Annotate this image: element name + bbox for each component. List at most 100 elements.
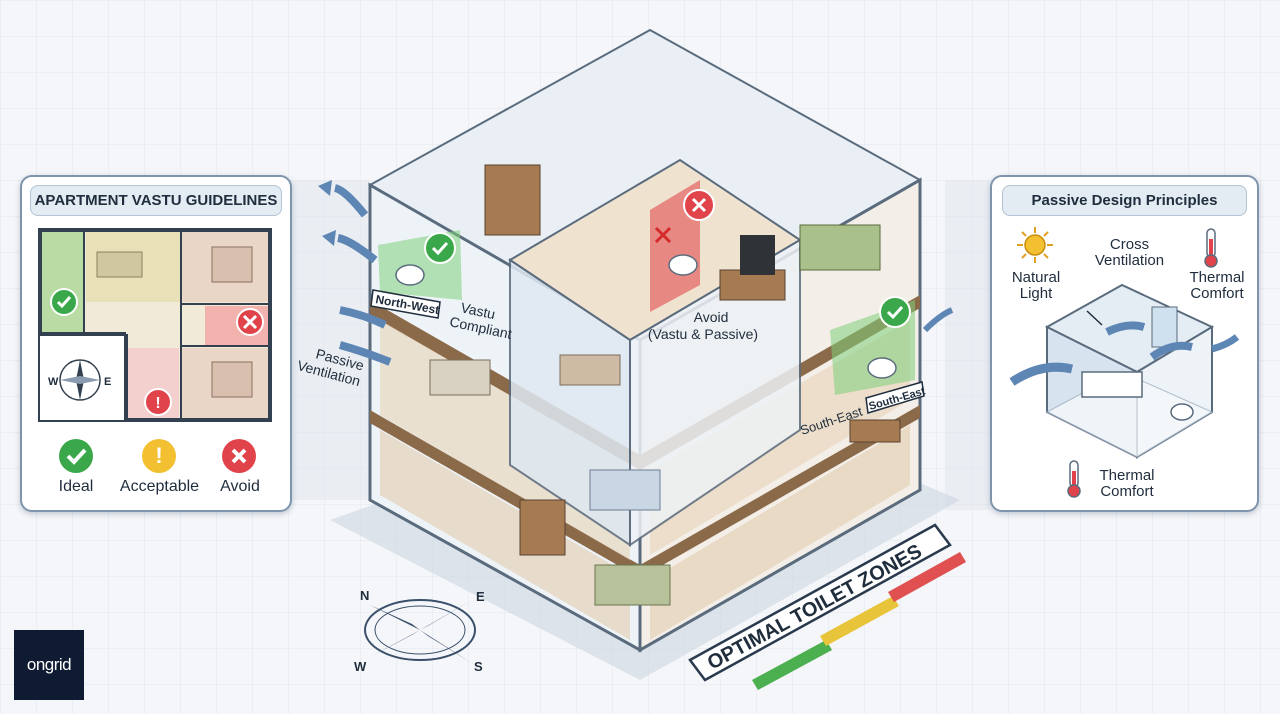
compass-ring <box>364 599 476 661</box>
ideal-marker-south-east <box>879 296 911 328</box>
ideal-marker-north-west <box>424 232 456 264</box>
x-mark-icon <box>654 226 672 244</box>
thermometer-icon <box>1204 228 1218 268</box>
airflow-arrow <box>338 341 392 366</box>
right-projection <box>945 180 990 510</box>
compass-point-w <box>368 630 420 658</box>
natural-light-label: Natural Light <box>1006 270 1066 302</box>
compass-point-n <box>370 605 420 630</box>
plan-acceptable-marker <box>144 388 172 416</box>
south-east-plate <box>865 381 925 414</box>
thermal-comfort-top-line2: Comfort <box>1190 285 1244 302</box>
thermal-comfort-bottom-line2: Comfort <box>1100 483 1154 500</box>
avoid-building-label: Avoid (Vastu & Passive) <box>648 309 758 342</box>
passive-design-panel: Passive Design Principles <box>990 175 1259 512</box>
compass-inner-ring <box>374 605 466 655</box>
floor-slab-right-lower <box>640 405 920 578</box>
legend-ideal-icon <box>59 439 93 473</box>
ground-compass: N E S W <box>354 588 485 674</box>
vastu-guidelines-panel: APARTMENT VASTU GUIDELINES ! W E <box>20 175 292 512</box>
toilet-north-west <box>395 264 425 286</box>
bed-left <box>429 359 491 396</box>
room-floor-right-low <box>650 425 910 640</box>
zone-bar-red <box>888 552 966 602</box>
bed-lower <box>594 564 671 606</box>
plan-compass-needle <box>60 376 100 384</box>
bed-upper <box>799 224 881 271</box>
toilet-south-east <box>867 357 897 379</box>
tv <box>740 235 775 275</box>
thermometer-icon <box>1067 460 1081 498</box>
airflow-arrow <box>333 184 369 218</box>
legend-avoid-icon <box>222 439 256 473</box>
left-projection <box>290 180 370 500</box>
avoid-line2: (Vastu & Passive) <box>648 326 758 342</box>
check-icon <box>431 241 449 256</box>
airflow-arrow <box>1211 334 1240 353</box>
exclamation-icon: ! <box>155 395 160 412</box>
sofa <box>559 354 621 386</box>
floor-slab-left-lower <box>370 410 640 578</box>
legend-acceptable-label: Acceptable <box>119 478 200 495</box>
legend-ideal-label: Ideal <box>58 478 94 495</box>
cross-ventilation-line2: Ventilation <box>1094 252 1165 269</box>
status-legend: ! Ideal Acceptable Avoid <box>22 439 290 499</box>
compass-s-label: S <box>474 659 483 674</box>
x-icon <box>691 197 707 213</box>
compass-e-label: E <box>476 589 485 604</box>
pointer-line <box>1086 310 1103 326</box>
toilet <box>1170 403 1194 421</box>
shelf <box>519 499 566 556</box>
x-icon <box>242 314 258 330</box>
floor-plan: ! W E <box>38 228 272 422</box>
plan-compass-w: W <box>48 376 59 388</box>
zone-bar-green <box>752 640 832 690</box>
airflow-arrow <box>922 307 954 333</box>
tv-unit <box>849 419 901 443</box>
passive-panel-title: Passive Design Principles <box>1002 185 1247 216</box>
cross-ventilation-label: Cross Ventilation <box>1082 237 1177 269</box>
airflow-arrow <box>1149 341 1193 361</box>
bed-middle <box>589 469 661 511</box>
airflow-arrow <box>1009 362 1074 386</box>
plan-compass-e: E <box>104 376 111 388</box>
zone-bar-yellow <box>820 596 899 646</box>
check-icon <box>886 305 904 320</box>
natural-light-line1: Natural <box>1011 269 1061 286</box>
bathtub <box>1081 371 1143 398</box>
plan-room-nw <box>42 232 84 332</box>
plan-sofa <box>96 251 143 278</box>
north-west-plate <box>370 289 441 319</box>
airflow-arrow <box>1105 321 1146 336</box>
airflow-arrow <box>339 306 387 329</box>
thermal-comfort-top-label: Thermal Comfort <box>1182 270 1252 302</box>
thermal-comfort-bottom-label: Thermal Comfort <box>1087 468 1167 500</box>
arrow-head-icon <box>322 230 336 246</box>
compass-n-label: N <box>360 588 369 603</box>
check-icon <box>56 296 72 309</box>
natural-light-line2: Light <box>1019 285 1053 302</box>
window <box>1151 306 1178 348</box>
compass-point-s <box>420 630 470 662</box>
compass-w-label: W <box>354 659 367 674</box>
plan-bed <box>211 361 253 398</box>
legend-avoid-label: Avoid <box>220 478 260 495</box>
ongrid-logo: ongrid <box>14 630 84 700</box>
bathroom-illustration <box>1009 227 1240 498</box>
legend-acceptable-icon: ! <box>142 439 176 473</box>
plan-bed <box>211 246 253 283</box>
compass-point-e <box>420 600 472 630</box>
room-floor-left-low <box>380 430 630 640</box>
sun-icon <box>1017 227 1053 263</box>
avoid-line1: Avoid <box>694 309 729 325</box>
arrow-head-icon <box>318 180 332 196</box>
vastu-compliant-line1: Vastu <box>459 299 496 322</box>
thermal-comfort-top-line1: Thermal <box>1189 269 1245 286</box>
optimal-toilet-zones-banner: OPTIMAL TOILET ZONES <box>688 523 966 690</box>
airflow-arrow <box>337 234 378 264</box>
thermal-comfort-bottom-line1: Thermal <box>1099 467 1155 484</box>
vastu-panel-title: APARTMENT VASTU GUIDELINES <box>30 185 282 216</box>
wardrobe <box>484 164 541 236</box>
toilet-avoid <box>668 254 698 276</box>
